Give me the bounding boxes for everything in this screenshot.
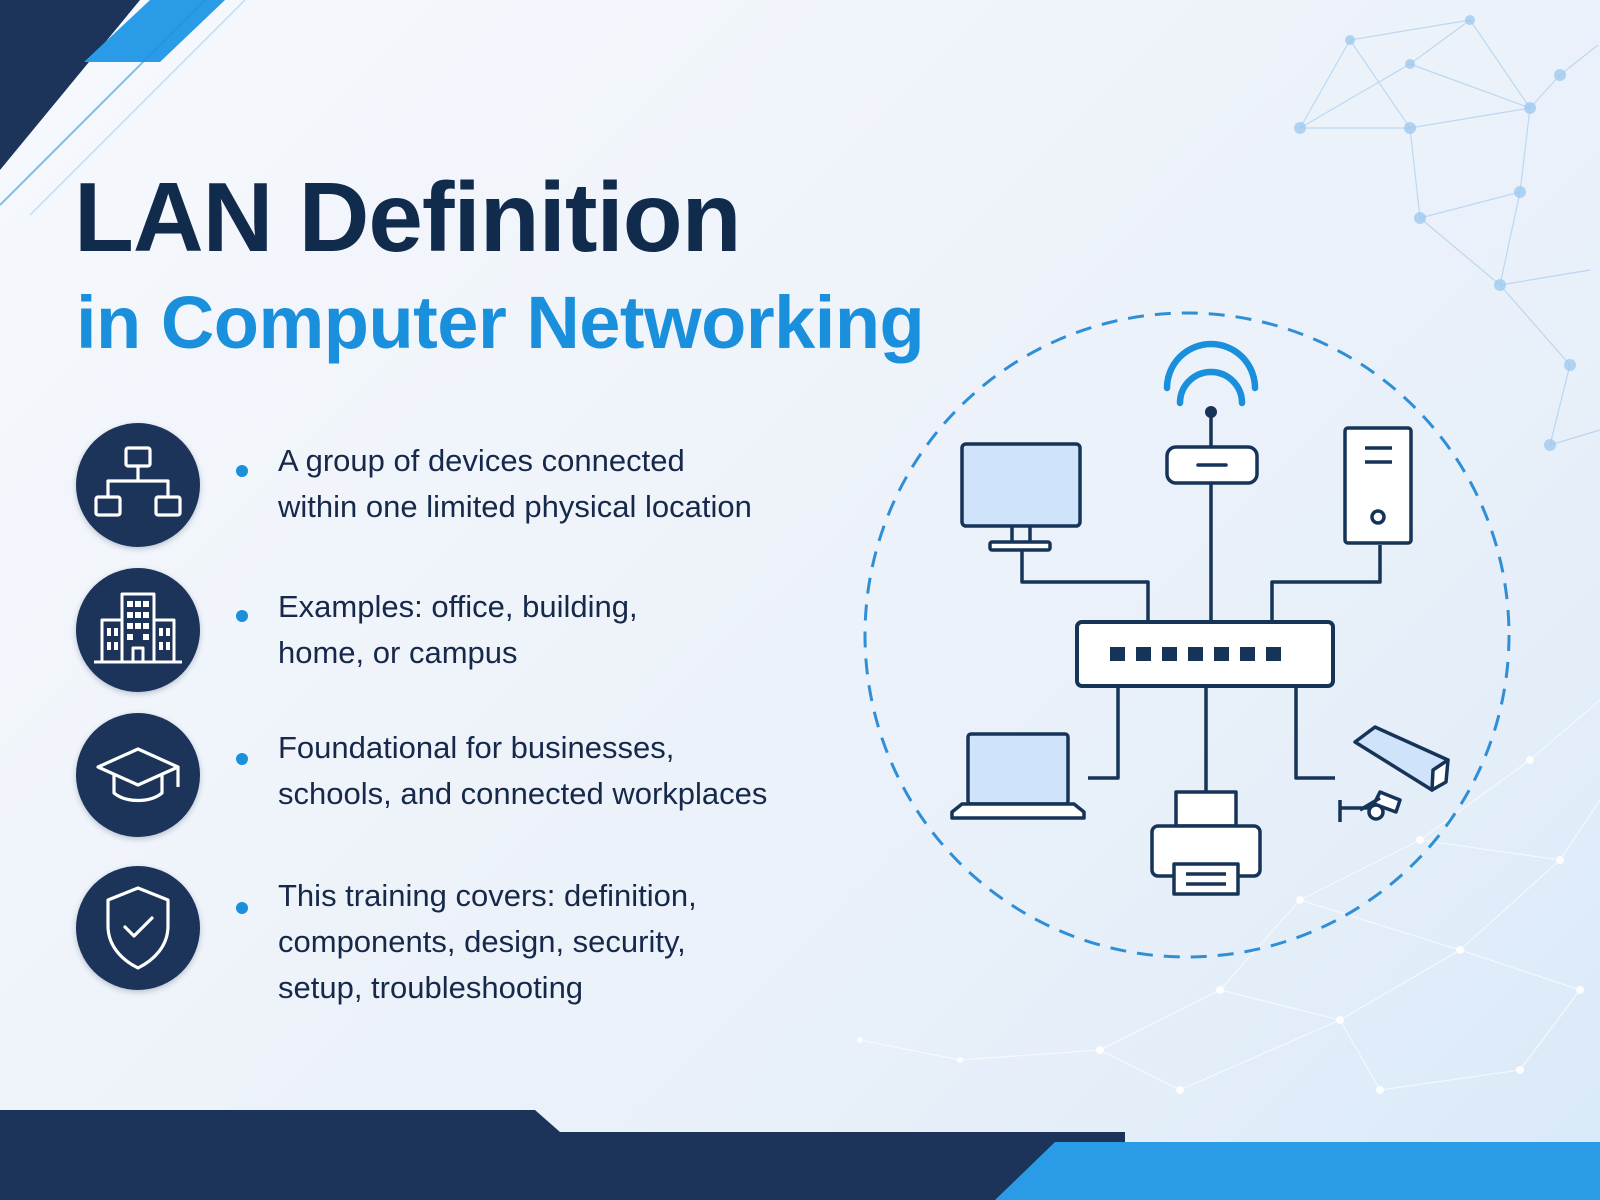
laptop-icon [950, 732, 1086, 820]
bullet-icon-circle [76, 568, 200, 692]
page-subtitle: in Computer Networking [76, 281, 925, 364]
bullet-item-examples: Examples: office, building, home, or cam… [76, 568, 836, 698]
bullet-item-training: This training covers: definition, compon… [76, 866, 836, 1036]
bullet-line: This training covers: definition, [278, 878, 697, 913]
bullet-icon-circle [76, 713, 200, 837]
bullet-line: schools, and connected workplaces [278, 776, 768, 811]
bullet-item-foundational: Foundational for businesses, schools, an… [76, 713, 836, 843]
bullet-icon-circle [76, 423, 200, 547]
graduation-cap-icon [96, 747, 180, 803]
bullet-text: A group of devices connected within one … [278, 438, 752, 530]
bullet-dot [236, 902, 248, 914]
bullet-line: A group of devices connected [278, 443, 685, 478]
printer-icon [1150, 790, 1262, 896]
bullet-dot [236, 610, 248, 622]
bullet-text: Foundational for businesses, schools, an… [278, 725, 767, 817]
bullet-icon-circle [76, 866, 200, 990]
connection-lines [1020, 475, 1382, 792]
bullet-line: Examples: office, building, [278, 589, 638, 624]
bullet-line: setup, troubleshooting [278, 970, 584, 1005]
bullet-dot [236, 465, 248, 477]
bullet-text: This training covers: definition, compon… [278, 873, 697, 1011]
shield-check-icon [106, 886, 170, 970]
wifi-router-icon [1163, 340, 1259, 485]
building-icon [94, 592, 182, 664]
bullet-item-definition: A group of devices connected within one … [76, 423, 836, 553]
lan-network-diagram [863, 311, 1511, 959]
bullet-dot [236, 753, 248, 765]
security-camera-icon [1338, 725, 1450, 822]
lan-boundary-circle [863, 311, 1511, 959]
hierarchy-icon [94, 446, 182, 517]
page-title: LAN Definition [74, 162, 741, 272]
network-switch-icon [1075, 620, 1335, 688]
server-tower-icon [1343, 426, 1413, 545]
monitor-icon [960, 442, 1082, 552]
bullet-text: Examples: office, building, home, or cam… [278, 584, 638, 676]
bullet-line: components, design, security, [278, 924, 686, 959]
bullet-line: within one limited physical location [278, 489, 752, 524]
bullet-line: home, or campus [278, 635, 518, 670]
bullet-line: Foundational for businesses, [278, 730, 675, 765]
